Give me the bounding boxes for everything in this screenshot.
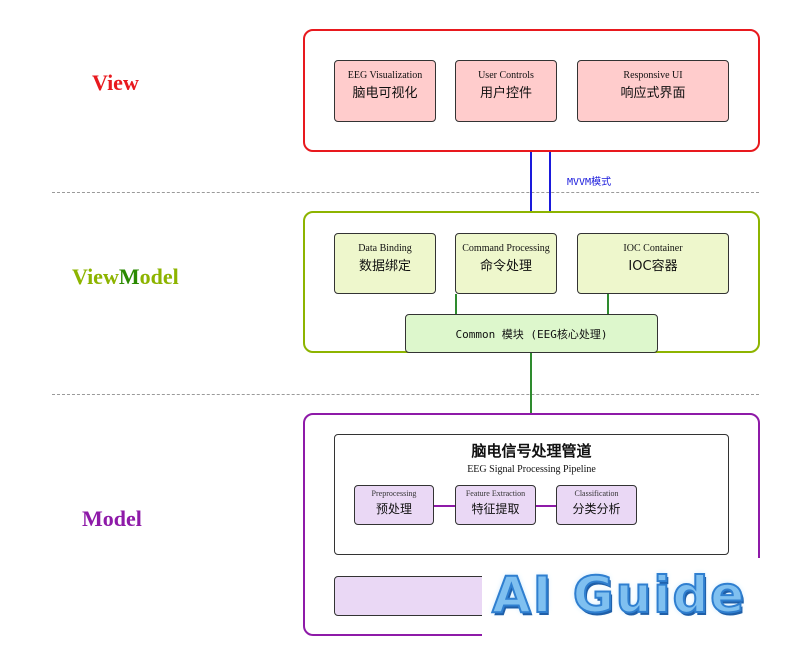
link-feature-to-classification [536,505,556,507]
view-node-zh: 脑电可视化 [352,86,418,101]
pipeline-step-en: Preprocessing [371,489,417,498]
view-node-eeg-visualization: EEG Visualization 脑电可视化 [334,60,436,122]
viewmodel-label-part3: odel [139,264,179,289]
mvvm-link-left [530,152,532,212]
view-node-zh: 用户控件 [479,86,532,101]
view-layer-box [303,29,760,152]
mvvm-link-right [549,152,551,212]
pipeline-step-preprocessing: Preprocessing 预处理 [354,485,434,525]
view-layer-label: View [92,70,139,95]
view-node-user-controls: User Controls 用户控件 [455,60,557,122]
pipeline-step-zh: 分类分析 [572,502,621,516]
view-node-en: Responsive UI [623,70,683,81]
pipeline-title-zh: 脑电信号处理管道 [471,442,592,460]
layer-divider-bottom [52,394,759,395]
view-node-en: User Controls [478,70,534,81]
viewmodel-layer-label: ViewModel [72,264,179,290]
viewmodel-label-part2: M [118,264,140,289]
pipeline-step-en: Classification [574,489,619,498]
link-binding-to-common [455,294,457,314]
viewmodel-node-en: IOC Container [623,243,683,254]
view-node-zh: 响应式界面 [620,86,686,101]
pipeline-step-zh: 特征提取 [471,502,520,516]
viewmodel-node-zh: 命令处理 [479,259,532,274]
link-preprocessing-to-feature [434,505,455,507]
common-module-label: Common 模块 (EEG核心处理) [455,328,608,341]
watermark-logo: AI Guide [491,565,747,625]
mvvm-label: MVVM模式 [567,177,612,188]
pipeline-step-classification: Classification 分类分析 [556,485,637,525]
link-ioc-to-common [607,294,609,314]
view-node-responsive-ui: Responsive UI 响应式界面 [577,60,729,122]
viewmodel-node-command-processing: Command Processing 命令处理 [455,233,557,294]
viewmodel-node-ioc-container: IOC Container IOC容器 [577,233,729,294]
common-module-box: Common 模块 (EEG核心处理) [405,314,658,353]
viewmodel-node-zh: 数据绑定 [358,259,411,274]
viewmodel-node-zh: IOC容器 [628,259,678,274]
viewmodel-node-en: Data Binding [358,243,412,254]
watermark-backdrop [482,558,809,661]
pipeline-step-en: Feature Extraction [465,489,526,498]
viewmodel-label-part1: View [72,264,119,289]
viewmodel-node-en: Command Processing [462,243,550,254]
viewmodel-node-data-binding: Data Binding 数据绑定 [334,233,436,294]
view-node-en: EEG Visualization [347,70,423,81]
pipeline-step-zh: 预处理 [375,502,412,516]
model-layer-label: Model [82,506,142,531]
pipeline-step-feature-extraction: Feature Extraction 特征提取 [455,485,536,525]
link-common-to-model [530,353,532,414]
pipeline-title-en: EEG Signal Processing Pipeline [467,464,596,475]
layer-divider-top [52,192,759,193]
